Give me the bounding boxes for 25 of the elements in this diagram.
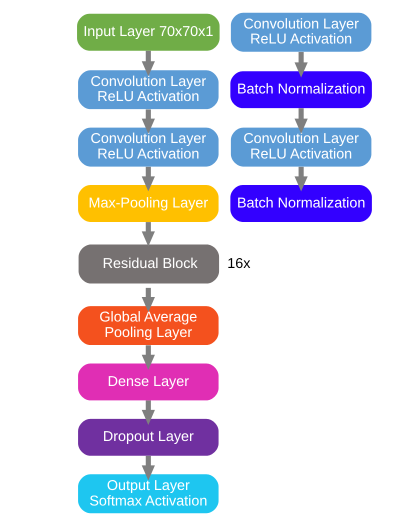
node-box: Output Layer Softmax Activation (78, 474, 218, 514)
node-box: Batch Normalization (230, 185, 372, 222)
arrow (294, 166, 308, 192)
arrow (294, 108, 308, 134)
arrow (141, 400, 154, 426)
node-box: Batch Normalization (230, 71, 372, 108)
arrow (141, 345, 154, 370)
node-box: Convolution Layer ReLU Activation (230, 12, 371, 52)
node-box: Convolution Layer ReLU Activation (78, 128, 218, 167)
arrow (141, 109, 154, 134)
node-box: Dense Layer (78, 364, 218, 400)
arrow (141, 456, 154, 481)
node-box: Input Layer 70x70x1 (76, 14, 220, 51)
node-box: Max-Pooling Layer (78, 185, 218, 222)
arrow (141, 166, 154, 192)
arrow (141, 288, 154, 312)
node-box: Convolution Layer ReLU Activation (230, 128, 371, 167)
arrow (141, 50, 154, 76)
node-box: Dropout Layer (78, 418, 218, 456)
node-box: Global Average Pooling Layer (78, 306, 218, 346)
arrow (294, 52, 308, 78)
node-label: 16x (226, 256, 250, 272)
node-box: Residual Block (78, 244, 219, 284)
node-box: Convolution Layer ReLU Activation (78, 70, 218, 110)
arrow (141, 222, 154, 246)
